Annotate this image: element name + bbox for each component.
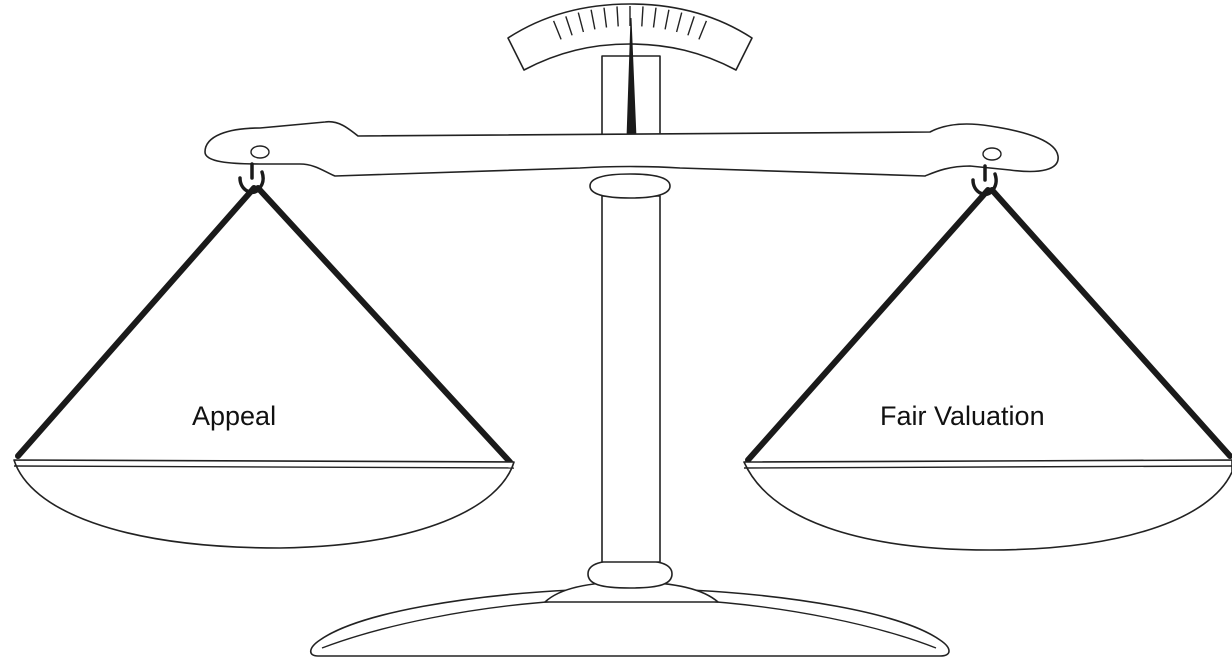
right-pan-label: Fair Valuation [880, 401, 1045, 431]
scale-pillar [590, 174, 670, 562]
right-pan-assembly [744, 166, 1232, 550]
scale-base [311, 560, 949, 656]
balance-gauge [508, 4, 752, 138]
left-pan-chain-right [258, 188, 510, 462]
left-pan-label: Appeal [192, 401, 276, 431]
right-pan [744, 460, 1232, 550]
left-pan-assembly [14, 164, 514, 548]
left-pan [14, 460, 514, 548]
